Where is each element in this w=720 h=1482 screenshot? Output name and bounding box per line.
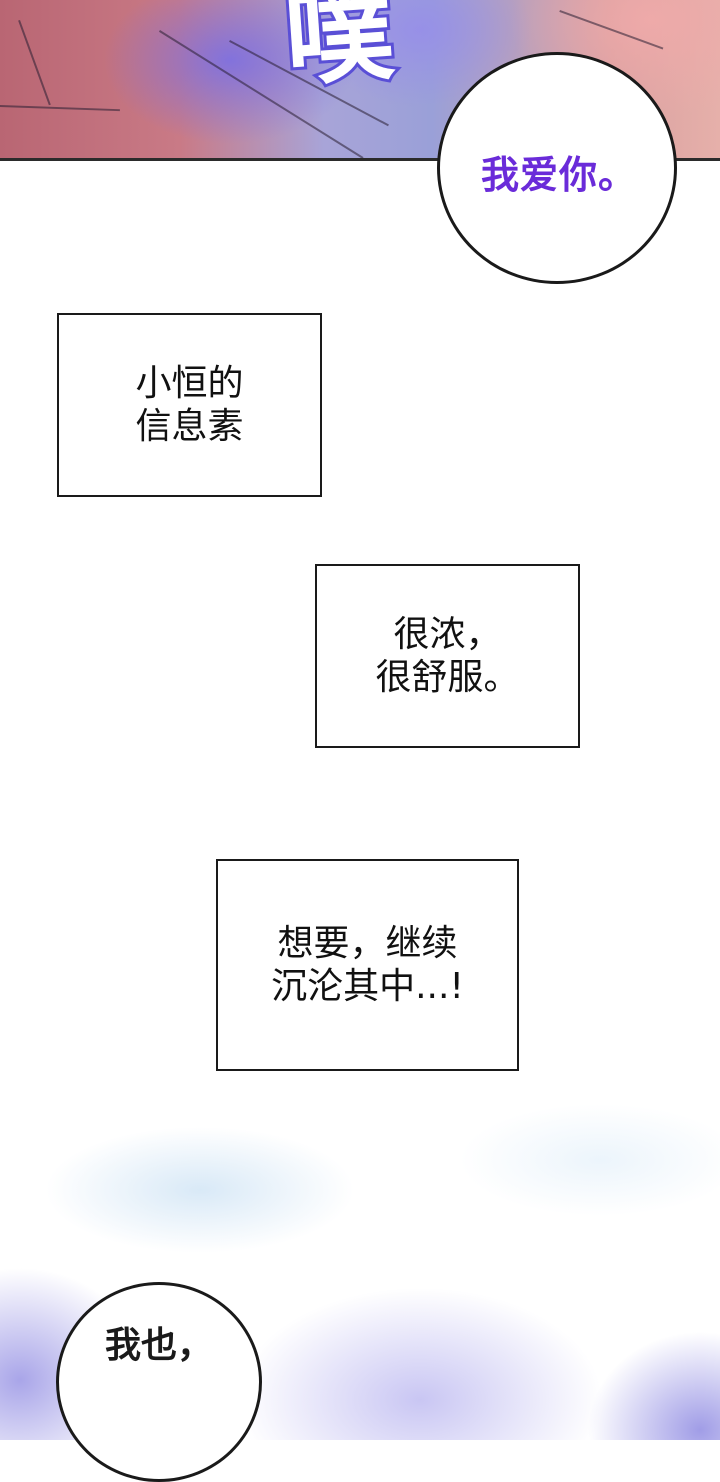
sketch-line xyxy=(18,20,51,106)
speech-text: 我也， xyxy=(104,1325,213,1366)
sketch-line xyxy=(0,105,120,112)
caption-line: 很浓， xyxy=(393,613,502,655)
speech-bubble-top: 我爱你。 xyxy=(437,52,677,284)
caption-box-3: 想要，继续 沉沦其中...! xyxy=(216,859,519,1071)
caption-line: 信息素 xyxy=(135,406,244,447)
speech-bubble-bottom: 我也， xyxy=(56,1282,262,1482)
sound-effect-text: 噗 xyxy=(278,0,402,105)
caption-box-1: 小恒的 信息素 xyxy=(57,313,322,497)
sketch-line xyxy=(559,10,664,50)
speech-text: 我爱你。 xyxy=(480,152,637,197)
caption-box-2: 很浓， 很舒服。 xyxy=(315,564,580,748)
caption-line: 想要，继续 xyxy=(277,922,458,964)
panel-border xyxy=(0,158,720,161)
caption-line: 很舒服。 xyxy=(375,657,520,698)
caption-line: 沉沦其中...! xyxy=(271,966,464,1007)
caption-line: 小恒的 xyxy=(135,362,244,404)
